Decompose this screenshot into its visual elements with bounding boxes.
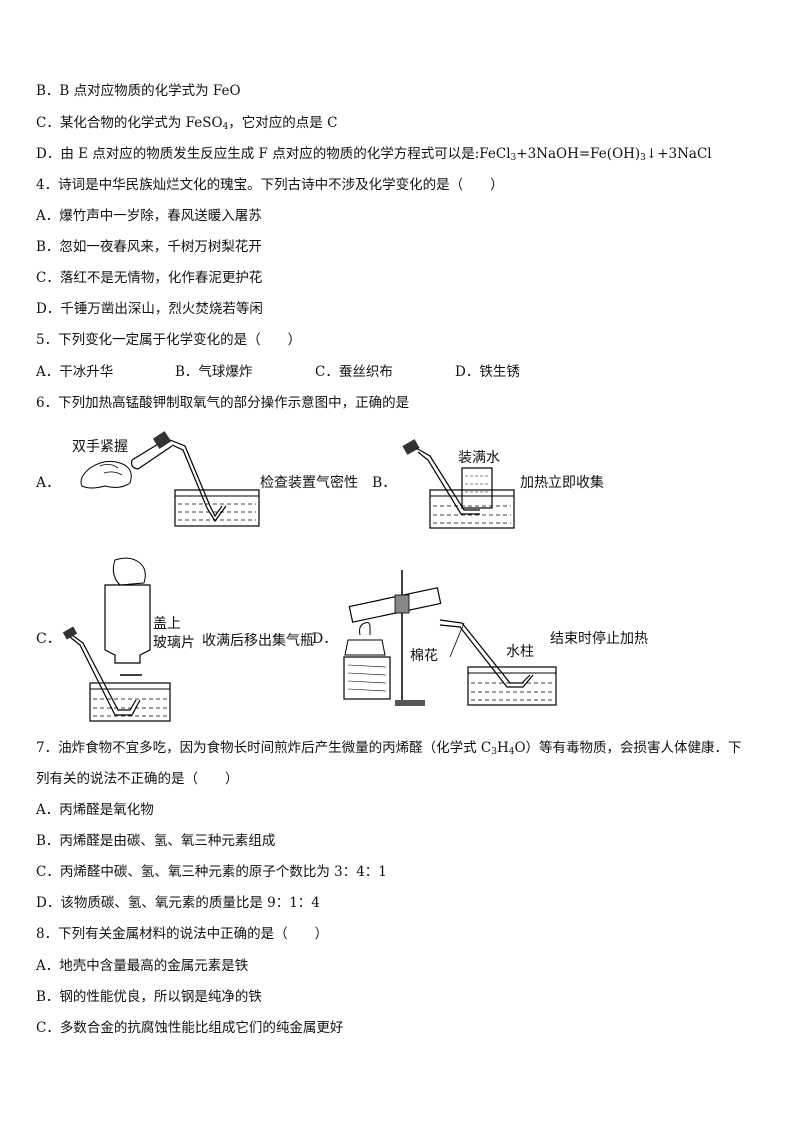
q6-fig-c-caption: 收满后移出集气瓶 [202,633,314,649]
q6-fig-b-caption: 加热立即收集 [520,475,604,491]
q6-figure-b [402,439,515,529]
q3-option-d: D．由 E 点对应的物质发生反应生成 F 点对应的物质的化学方程式可以是:FeC… [36,146,712,163]
q7-stem-line-2: 列有关的说法不正确的是（ ） [36,771,239,787]
q8-option-c: C．多数合金的抗腐蚀性能比组成它们的纯金属更好 [36,1020,344,1036]
q6-fig-d-water-label: 水柱 [506,644,534,660]
q6-fig-a-hand-label: 双手紧握 [72,436,128,456]
q4-stem: 4．诗词是中华民族灿烂文化的瑰宝。下列古诗中不涉及化学变化的是（ ） [36,177,504,193]
q4-option-a: A．爆竹声中一岁除，春风送暖入屠苏 [36,208,262,224]
q4-option-b: B．忽如一夜春风来，千树万树梨花开 [36,239,262,255]
q6-fig-c-label-1: 盖上 [153,616,181,632]
q5-option-a: A．干冰升华 [36,364,114,380]
hand-icon [80,460,132,489]
q6-fig-d-caption: 结束时停止加热 [550,631,648,647]
q5-option-c: C．蚕丝织布 [315,364,393,380]
hand-icon [112,557,146,586]
q7-option-c: C．丙烯醛中碳、氢、氧三种元素的原子个数比为 3：4：1 [36,864,387,880]
q6-stem: 6．下列加热高锰酸钾制取氧气的部分操作示意图中，正确的是 [36,395,410,411]
q6-fig-b-letter: B． [372,475,397,491]
q8-option-b: B．钢的性能优良，所以钢是纯净的铁 [36,989,262,1005]
q6-fig-a-letter: A． [36,475,61,491]
q6-fig-d-cotton-label: 棉花 [410,648,438,664]
q4-option-c: C．落红不是无情物，化作春泥更护花 [36,270,263,286]
q5-stem: 5．下列变化一定属于化学变化的是（ ） [36,332,302,348]
q6-figure-a [80,431,260,527]
q6-fig-c-letter: C． [36,631,61,647]
q8-option-a: A．地壳中含量最高的金属元素是铁 [36,958,249,974]
q7-option-b: B．丙烯醛是由碳、氢、氧三种元素组成 [36,833,276,849]
test-tube-icon [131,431,173,470]
q5-option-d: D．铁生锈 [455,364,520,380]
q7-option-a: A．丙烯醛是氧化物 [36,802,154,818]
q6-fig-b-label: 装满水 [458,450,500,466]
q6-figure-d [343,570,557,706]
q3-option-b: B．B 点对应物质的化学式为 FeO [36,83,241,99]
q7-option-d: D．该物质碳、氢、氧元素的质量比是 9：1：4 [36,895,320,911]
q8-stem: 8．下列有关金属材料的说法中正确的是（ ） [36,926,329,942]
q6-fig-a-caption: 检查装置气密性 [260,475,358,491]
q6-figure-c [62,557,171,722]
q3-option-c: C．某化合物的化学式为 FeSO4，它对应的点是 C [36,115,338,132]
q5-option-b: B．气球爆炸 [175,364,253,380]
q6-fig-c-label-2: 玻璃片 [153,635,195,651]
q6-fig-d-letter: D． [312,631,338,647]
q4-option-d: D．千锤万凿出深山，烈火焚烧若等闲 [36,301,263,317]
q7-stem-line-1: 7．油炸食物不宜多吃，因为食物长时间煎炸后产生微量的丙烯醛（化学式 C3H4O）… [36,740,742,757]
